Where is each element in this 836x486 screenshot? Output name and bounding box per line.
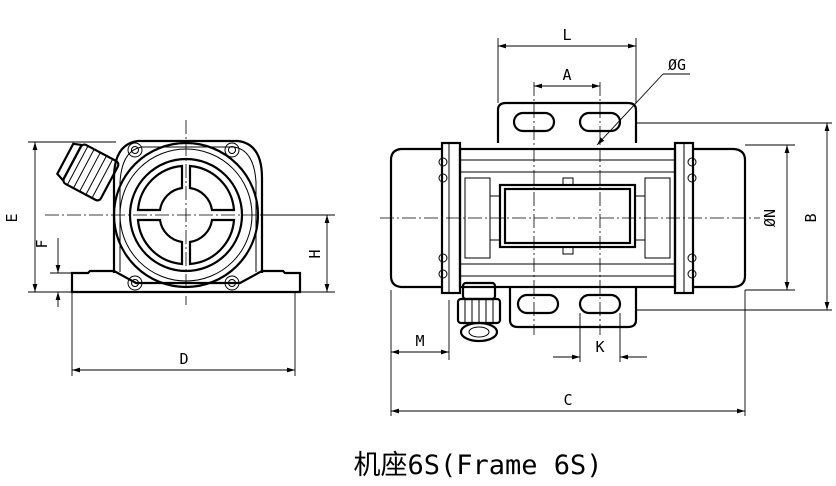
side-view <box>28 120 335 376</box>
front-view <box>380 38 832 416</box>
dim-label-h: H <box>306 249 324 258</box>
dim-label-n: ØN <box>761 209 779 227</box>
dim-label-m: M <box>415 332 424 350</box>
dim-label-c: C <box>563 391 572 409</box>
dim-label-g: ØG <box>668 56 686 74</box>
frame-caption: 机座6S(Frame 6S) <box>353 450 602 481</box>
dim-label-e: E <box>3 213 21 222</box>
dim-label-l: L <box>562 26 571 44</box>
dim-label-d: D <box>179 350 188 368</box>
dim-label-a: A <box>562 66 571 84</box>
dim-label-b: B <box>802 213 820 222</box>
dim-label-f: F <box>33 239 51 248</box>
dim-label-k: K <box>595 338 604 356</box>
